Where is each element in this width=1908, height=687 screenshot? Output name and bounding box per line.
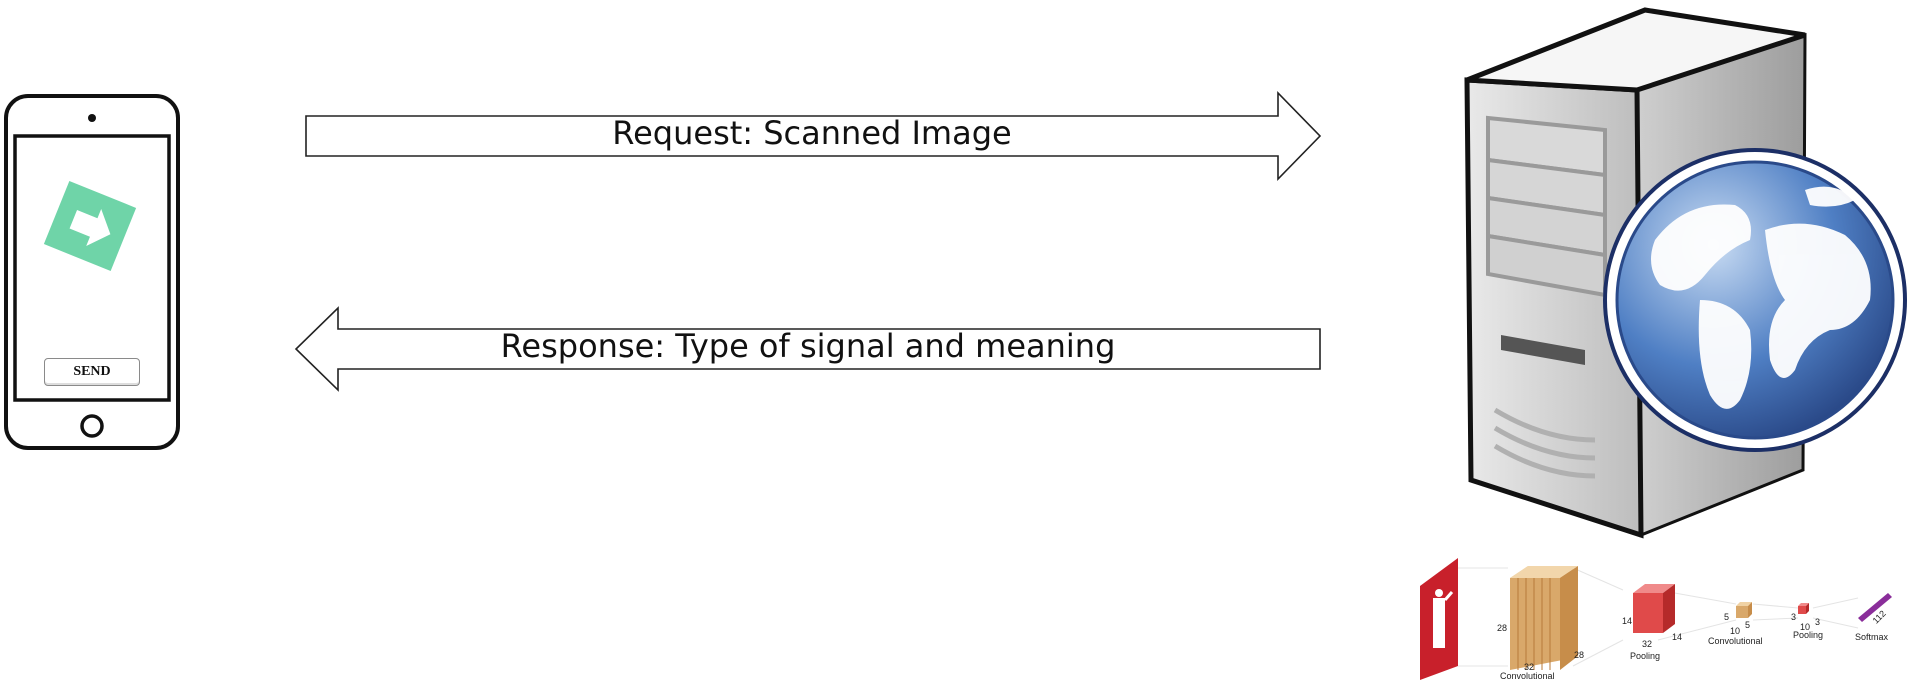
send-button[interactable]: SEND: [44, 358, 140, 386]
cnn-dim-label: 3: [1815, 617, 1821, 627]
request-arrow: [305, 91, 1322, 181]
response-label: Response: Type of signal and meaning: [500, 327, 1116, 365]
cnn-layer-name: Convolutional: [1500, 671, 1555, 681]
exit-sign-arrow-icon: [43, 180, 137, 272]
cnn-dim-label: 5: [1724, 612, 1730, 622]
cnn-dim-label: 32: [1642, 639, 1653, 649]
conv-layer-2: [1736, 602, 1752, 618]
request-label: Request: Scanned Image: [612, 114, 1012, 152]
cnn-dim-label: 28: [1574, 650, 1585, 660]
cnn-dim-label: 14: [1622, 616, 1633, 626]
cnn-dim-label: 14: [1672, 632, 1683, 642]
cnn-dim-label: 10: [1730, 626, 1741, 636]
cnn-dim-label: 3: [1791, 612, 1797, 622]
cnn-dim-label: 10: [1800, 622, 1811, 632]
cnn-dim-label: 32: [1524, 662, 1535, 672]
response-arrow: [294, 306, 1321, 392]
cnn-layer-name: Pooling: [1793, 630, 1824, 640]
cnn-dim-label: 5: [1745, 620, 1751, 630]
conv-layer-1: [1510, 566, 1578, 670]
cnn-layer-name: Pooling: [1630, 651, 1661, 661]
cnn-dim-label: 28: [1497, 623, 1508, 633]
pool-layer-2: [1798, 603, 1809, 614]
softmax-layer: [1858, 593, 1892, 622]
web-server-globe-icon: [1464, 7, 1907, 539]
cnn-architecture-diagram: [1420, 558, 1892, 680]
cnn-layer-name: Softmax: [1855, 632, 1889, 642]
pool-layer-1: [1633, 584, 1675, 633]
fire-extinguisher-sign-icon: [1420, 558, 1458, 680]
cnn-layer-name: Convolutional: [1708, 636, 1763, 646]
